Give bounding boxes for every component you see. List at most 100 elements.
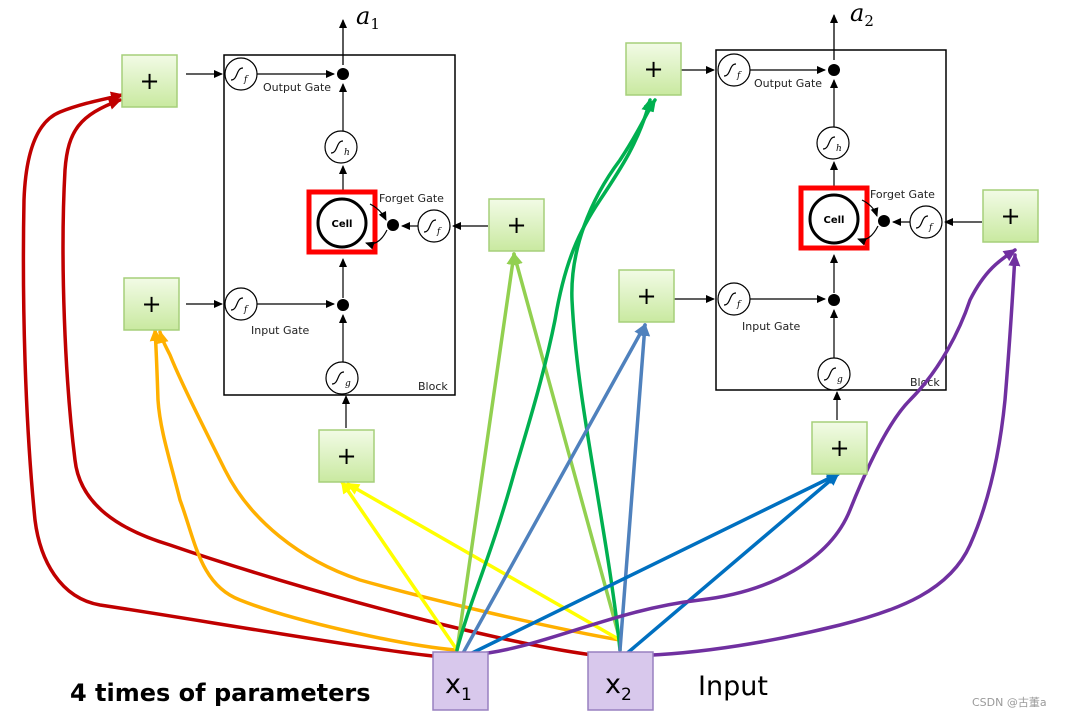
sigmoid-icon — [823, 367, 837, 381]
sigmoid-icon — [423, 219, 437, 233]
recurrent-connector — [857, 225, 879, 246]
plus-box-output-gate-2: + — [625, 42, 682, 96]
output-label: a2 — [850, 0, 874, 30]
input-gate-sigmoid — [224, 287, 258, 321]
sigmoid-icon — [723, 63, 737, 77]
connection-x2-block-input-1 — [346, 482, 622, 642]
input-gate-label: Input Gate — [742, 320, 801, 333]
sigmoid-letter: f — [243, 75, 249, 85]
lstm-block-1: Block a1 f Output Gate h Cell Forget Gat… — [186, 2, 488, 428]
plus-symbol: + — [636, 282, 656, 310]
connection-x2-forget-gate-1 — [511, 252, 622, 642]
output-gate-label: Output Gate — [754, 77, 822, 90]
h-sigmoid — [816, 126, 850, 160]
forget-gate-sigmoid — [909, 205, 943, 239]
input-connections — [21, 91, 1021, 660]
multiply-node — [387, 219, 399, 231]
plus-symbol: + — [141, 290, 161, 318]
connection-x2-block-input-2 — [623, 472, 840, 657]
forget-gate-label: Forget Gate — [379, 192, 444, 205]
recurrent-connector — [369, 203, 387, 221]
plus-symbol: + — [643, 55, 663, 83]
plus-box-forget-gate-2: + — [982, 189, 1039, 243]
output-label: a1 — [356, 2, 380, 33]
connection-x2-input-gate-1 — [156, 330, 622, 642]
h-sigmoid — [324, 130, 358, 164]
connection-x2-input-gate-2 — [618, 323, 651, 652]
plus-box-block-input-2: + — [811, 421, 868, 475]
plus-box-output-gate-1: + — [121, 54, 178, 108]
connection-x1-output-gate-1 — [21, 91, 457, 660]
connection-x1-output-gate-2 — [455, 98, 654, 652]
sigmoid-letter: f — [736, 300, 742, 310]
connection-x2-forget-gate-2 — [623, 253, 1021, 658]
input-caption: Input — [698, 671, 768, 702]
plus-symbol: + — [139, 67, 159, 95]
recurrent-connector — [861, 199, 879, 217]
connection-x1-block-input-2 — [466, 472, 840, 657]
sigmoid-icon — [723, 292, 737, 306]
plus-symbol: + — [336, 442, 356, 470]
plus-box-forget-gate-1: + — [488, 198, 545, 252]
input-box — [432, 651, 489, 711]
plus-box-input-gate-2: + — [618, 269, 675, 323]
connection-x1-forget-gate-1 — [455, 252, 519, 652]
plus-symbol: + — [1000, 202, 1020, 230]
sigmoid-icon — [330, 140, 344, 154]
input-gate-sigmoid — [717, 282, 751, 316]
input-label: x1 — [445, 669, 472, 705]
connection-x1-input-gate-2 — [460, 323, 647, 657]
sigmoid-letter: f — [436, 227, 442, 237]
input-box — [587, 651, 654, 711]
forget-gate-label: Forget Gate — [870, 188, 935, 201]
connection-x2-output-gate-1 — [61, 98, 622, 660]
plus-box-input-gate-1: + — [123, 277, 180, 331]
sigmoid-letter: h — [344, 148, 350, 158]
cell-label: Cell — [332, 219, 353, 230]
input-x2: x2 — [587, 651, 654, 711]
plus-symbol: + — [506, 211, 526, 239]
connection-x1-block-input-1 — [340, 480, 459, 652]
connection-x1-input-gate-1 — [149, 328, 457, 652]
sigmoid-letter: f — [243, 305, 249, 315]
multiply-node — [878, 215, 890, 227]
cell-circle — [316, 197, 368, 249]
sigmoid-icon — [822, 136, 836, 150]
connection-x2-output-gate-2 — [570, 98, 657, 652]
lstm-block-2: Block a2 f Output Gate h Cell Forget Gat… — [674, 0, 982, 420]
plus-box-block-input-1: + — [318, 429, 375, 483]
multiply-node — [828, 64, 840, 76]
forget-gate-sigmoid — [417, 209, 451, 243]
watermark: CSDN @古董a — [972, 696, 1047, 709]
plus-symbol: + — [829, 434, 849, 462]
multiply-node — [337, 299, 349, 311]
cell-highlight-box — [306, 189, 378, 255]
multiply-node — [337, 68, 349, 80]
sigmoid-icon — [331, 371, 345, 385]
output-gate-sigmoid — [224, 57, 258, 91]
sigmoid-letter: g — [837, 375, 843, 385]
cell-label: Cell — [824, 215, 845, 226]
sigmoid-letter: f — [736, 71, 742, 81]
recurrent-connector — [365, 229, 388, 250]
input-x1: x1 — [432, 651, 489, 711]
cell-circle — [808, 193, 860, 245]
connection-x1-forget-gate-2 — [468, 248, 1017, 657]
g-sigmoid — [325, 361, 359, 395]
input-gate-label: Input Gate — [251, 324, 310, 337]
bottom-note: 4 times of parameters — [70, 679, 371, 707]
output-gate-sigmoid — [717, 53, 751, 87]
sigmoid-letter: g — [345, 379, 351, 389]
output-gate-label: Output Gate — [263, 81, 331, 94]
plus-boxes: + + + + + + + + — [121, 42, 1039, 483]
multiply-node — [828, 294, 840, 306]
g-sigmoid — [817, 357, 851, 391]
sigmoid-letter: f — [928, 223, 934, 233]
sigmoid-icon — [230, 67, 244, 81]
sigmoid-letter: h — [836, 144, 842, 154]
sigmoid-icon — [915, 215, 929, 229]
sigmoid-icon — [230, 297, 244, 311]
cell-highlight-box — [798, 185, 870, 251]
input-label: x2 — [605, 669, 632, 705]
